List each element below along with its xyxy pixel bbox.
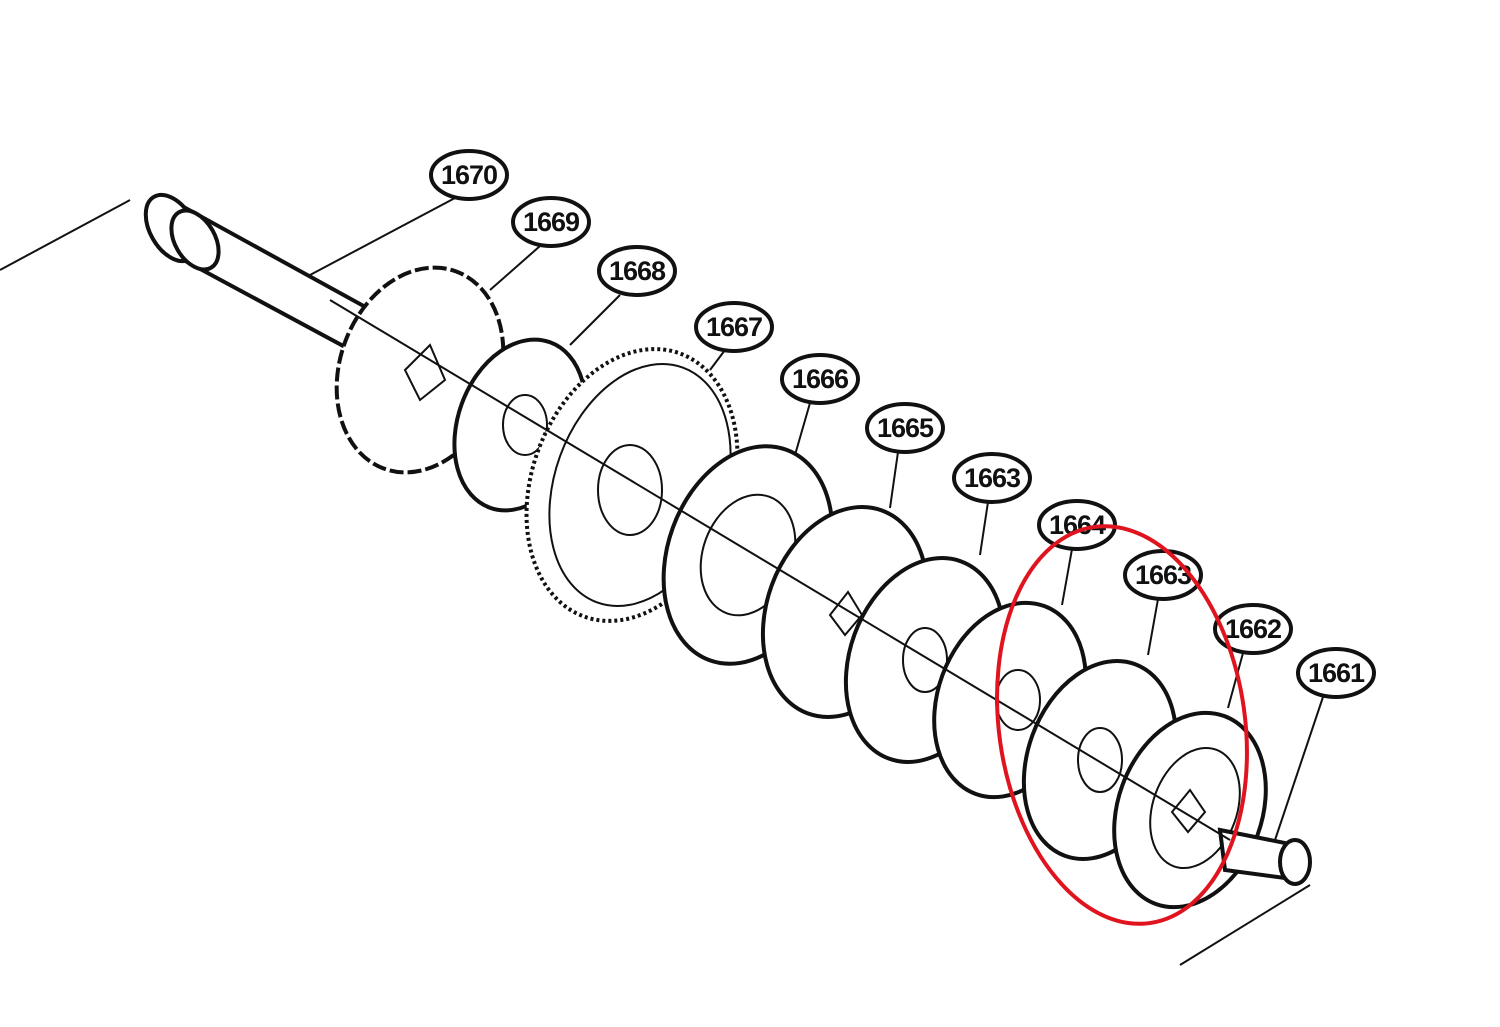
callout-label: 1662 bbox=[1225, 614, 1281, 644]
callout-label: 1665 bbox=[877, 413, 934, 443]
callout-label: 1670 bbox=[441, 160, 497, 190]
callout-label: 1666 bbox=[792, 364, 849, 394]
callout-label: 1667 bbox=[706, 312, 762, 342]
callout-1663: 1663 bbox=[952, 452, 1032, 504]
callout-1662: 1662 bbox=[1213, 603, 1293, 655]
callout-1666: 1666 bbox=[780, 353, 860, 405]
leader-lines bbox=[309, 197, 1324, 841]
callout-1670: 1670 bbox=[429, 149, 509, 201]
callout-1665: 1665 bbox=[865, 402, 945, 454]
callout-label: 1669 bbox=[523, 207, 580, 237]
highlight-circle bbox=[995, 524, 1249, 926]
callout-1667: 1667 bbox=[694, 301, 774, 353]
callout-label: 1668 bbox=[609, 256, 666, 286]
part-1661-sleeve bbox=[1217, 827, 1312, 886]
callout-label: 1663 bbox=[964, 463, 1021, 493]
axis-line-right bbox=[1179, 884, 1311, 966]
callout-1661: 1661 bbox=[1296, 647, 1376, 699]
callout-1668: 1668 bbox=[597, 245, 677, 297]
callout-1669: 1669 bbox=[511, 196, 591, 248]
axis-line-left bbox=[0, 199, 131, 271]
center-axis bbox=[329, 299, 1231, 841]
callout-label: 1661 bbox=[1308, 658, 1365, 688]
part-1670-shaft bbox=[143, 192, 383, 358]
